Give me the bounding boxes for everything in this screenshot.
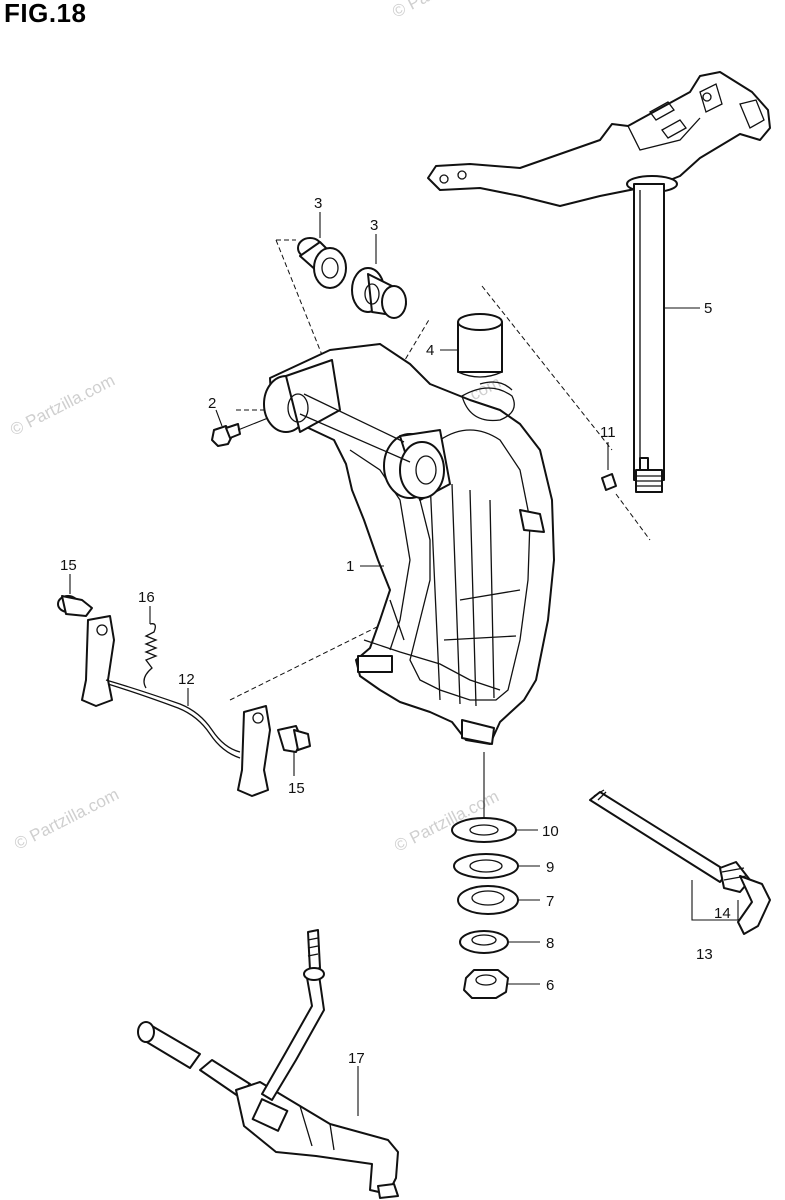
part-7-washer (457, 885, 519, 915)
part-15-bolt-lower (277, 725, 311, 753)
part-4-sleeve (457, 313, 503, 378)
callout-17: 17 (348, 1050, 365, 1067)
part-8-lock-washer (459, 930, 509, 954)
watermark: © Partzilla.com (11, 785, 122, 854)
part-1-swivel-bracket (263, 343, 555, 745)
callout-15b: 15 (288, 780, 305, 797)
callout-16: 16 (138, 589, 155, 606)
part-12-link-rod (81, 615, 271, 797)
part-10-washer (451, 817, 517, 843)
part-6-nut (463, 969, 509, 999)
callout-6: 6 (546, 977, 554, 994)
alignment-line (481, 285, 613, 451)
callout-13: 13 (696, 946, 713, 963)
part-17-tilt-lever (137, 929, 399, 1199)
callout-14: 14 (714, 905, 731, 922)
watermark: © Partzilla.com (7, 371, 118, 440)
callout-1: 1 (346, 558, 354, 575)
callout-15a: 15 (60, 557, 77, 574)
callout-2: 2 (208, 395, 216, 412)
part-5-steering-bracket (427, 71, 771, 493)
callout-3a: 3 (314, 195, 322, 212)
callout-12: 12 (178, 671, 195, 688)
part-3-bushing-lower (351, 267, 407, 319)
alignment-line (275, 239, 341, 401)
part-13-tilt-rod (589, 789, 771, 935)
callout-11: 11 (600, 424, 616, 441)
part-2-grease-nipple (211, 417, 269, 447)
part-9-washer (453, 853, 519, 879)
leader-13 (691, 880, 739, 921)
callout-5: 5 (704, 300, 712, 317)
figure-title: FIG.18 (4, 0, 87, 28)
callout-7: 7 (546, 893, 554, 910)
callout-3b: 3 (370, 217, 378, 234)
part-16-spring (143, 623, 158, 689)
part-3-bushing-upper (297, 237, 347, 289)
leader-2 (215, 409, 223, 427)
watermark: © Partzilla.com (389, 0, 500, 22)
alignment-line (615, 493, 651, 541)
callout-8: 8 (546, 935, 554, 952)
callout-9: 9 (546, 859, 554, 876)
part-15-bolt-upper (57, 595, 93, 617)
callout-10: 10 (542, 823, 559, 840)
part-11-key (601, 473, 617, 491)
callout-4: 4 (426, 342, 434, 359)
